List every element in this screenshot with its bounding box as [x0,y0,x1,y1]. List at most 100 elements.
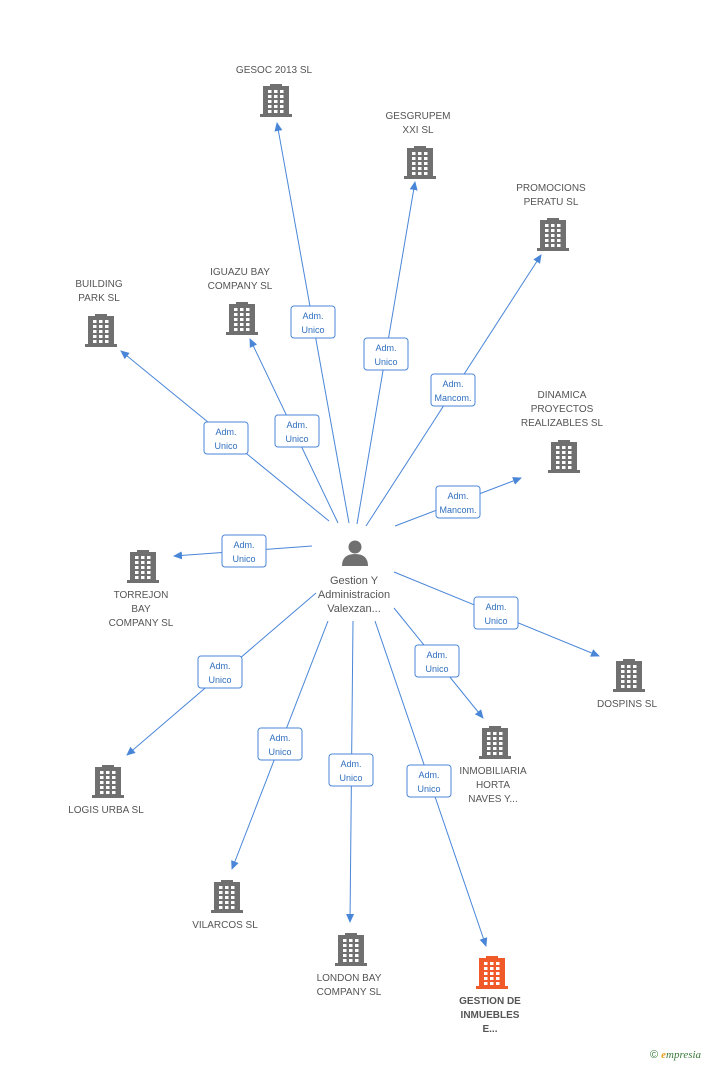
edge-label-box [363,337,409,371]
building-icon [479,726,511,759]
building-window [562,461,566,464]
building-window [412,167,416,170]
building-base [537,248,569,251]
company-node-dospins[interactable]: DOSPINS SL [597,659,657,710]
company-node-vilarcos[interactable]: VILARCOS SL [192,880,258,931]
company-node-gesoc[interactable]: GESOC 2013 SL [236,65,313,117]
building-window [487,742,491,745]
edge-label-dinamica[interactable]: Adm.Mancom. [435,485,481,519]
building-window [484,982,488,985]
building-window [490,962,494,965]
edge-label-logis[interactable]: Adm.Unico [197,655,243,689]
building-window [280,95,284,98]
edge-label-london[interactable]: Adm.Unico [328,753,374,787]
building-window [493,732,497,735]
building-window [621,670,625,673]
building-window [493,752,497,755]
building-window [147,561,151,564]
building-base [613,689,645,692]
edge-label-box [406,764,452,798]
edge-label-building_park[interactable]: Adm.Unico [203,421,249,455]
building-window [424,167,428,170]
building-window [99,330,103,333]
center-label-line: Gestion Y [330,575,379,587]
empresia-brand[interactable]: ©empresia [650,1049,701,1061]
building-window [105,330,109,333]
center-node[interactable]: Gestion YAdministracionValexzan... [318,540,390,616]
building-window [424,152,428,155]
edge-label-iguazu[interactable]: Adm.Unico [274,414,320,448]
edge-label-dospins[interactable]: Adm.Unico [473,596,519,630]
building-window [141,571,145,574]
edge-label-gesgrupem[interactable]: Adm.Unico [363,337,409,371]
edge-labels-layer: Adm.UnicoAdm.UnicoAdm.Mancom.Adm.UnicoAd… [197,305,519,798]
building-icon [404,146,436,179]
building-window [93,325,97,328]
edge-label-vilarcos[interactable]: Adm.Unico [257,727,303,761]
building-roof [547,218,559,221]
edge-label-inmobiliaria[interactable]: Adm.Unico [414,644,460,678]
building-window [633,680,637,683]
brand-name: mpresia [666,1049,702,1061]
edge-label-text: Adm. [340,759,361,769]
building-roof [95,314,107,317]
building-window [274,105,278,108]
building-roof [558,440,570,443]
building-window [219,901,223,904]
building-window [418,172,422,175]
building-window [268,95,272,98]
building-window [147,566,151,569]
building-window [496,982,500,985]
edge-label-gestion_inmuebles[interactable]: Adm.Unico [406,764,452,798]
building-window [556,446,560,449]
company-node-logis[interactable]: LOGIS URBA SL [68,765,144,816]
building-window [487,747,491,750]
company-node-gestion_inmuebles[interactable]: GESTION DEINMUEBLESE... [459,956,521,1035]
building-window [246,328,250,331]
edge-label-torrejon[interactable]: Adm.Unico [221,534,267,568]
building-window [219,896,223,899]
building-window [627,680,631,683]
building-window [484,967,488,970]
edge-label-box [221,534,267,568]
building-window [240,318,244,321]
building-window [355,944,359,947]
company-label-line: NAVES Y... [468,794,517,805]
building-window [487,732,491,735]
company-label-line: PERATU SL [524,197,579,208]
building-window [633,665,637,668]
building-window [240,328,244,331]
edge-label-box [435,485,481,519]
building-window [568,451,572,454]
building-window [99,320,103,323]
building-window [418,162,422,165]
building-roof [414,146,426,149]
building-window [349,959,353,962]
company-label-line: PARK SL [78,293,120,304]
company-label-line: LOGIS URBA SL [68,805,144,816]
building-window [280,110,284,113]
building-window [100,771,104,774]
company-label-line: BAY [131,604,151,615]
edge-label-promocions[interactable]: Adm.Mancom. [430,373,476,407]
company-label-line: IGUAZU BAY [210,267,270,278]
building-window [274,110,278,113]
building-window [106,781,110,784]
edge-label-box [257,727,303,761]
building-window [246,318,250,321]
building-window [349,944,353,947]
edge-label-gesoc[interactable]: Adm.Unico [290,305,336,339]
building-window [424,157,428,160]
building-base [476,986,508,989]
building-window [106,771,110,774]
building-window [135,571,139,574]
